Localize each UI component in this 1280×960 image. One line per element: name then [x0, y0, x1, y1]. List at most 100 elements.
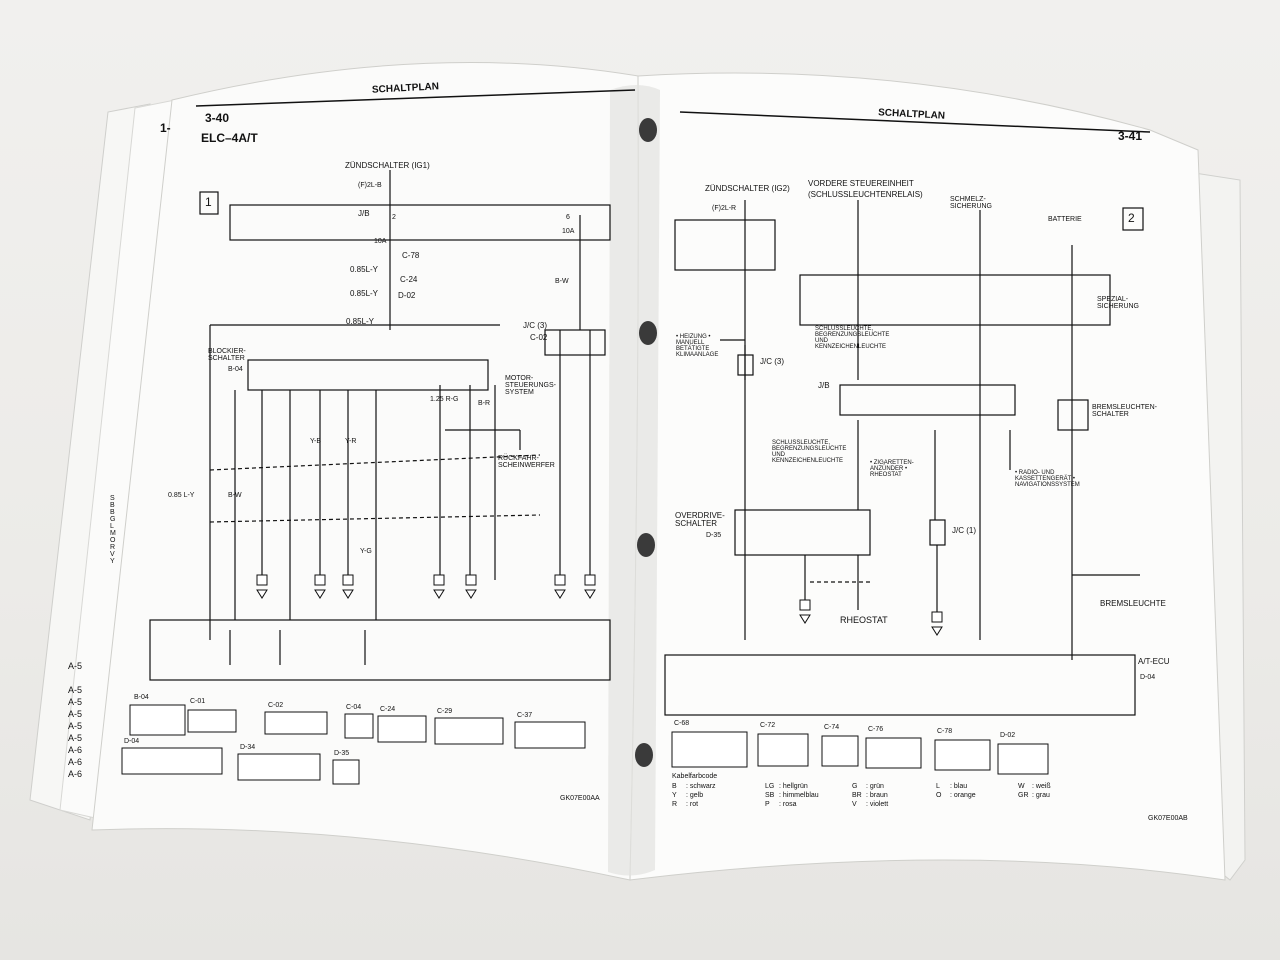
- connector-label: D-34: [240, 744, 256, 751]
- color-code: L: [936, 783, 940, 790]
- label-brake-switch: BREMSLEUCHTEN-SCHALTER: [1092, 404, 1157, 418]
- index-label: A-5: [68, 733, 83, 743]
- connector-label: C-76: [868, 726, 884, 733]
- color-name: : gelb: [686, 792, 704, 799]
- color-code: BR: [852, 792, 862, 799]
- color-name: : himmelblau: [779, 792, 819, 799]
- color-name: : hellgrün: [779, 783, 808, 790]
- label-lock-switch: BLOCKIER-SCHALTER: [208, 348, 246, 362]
- frame-number-right: 2: [1128, 211, 1135, 225]
- connector-label: C-04: [346, 704, 362, 711]
- left-page-number: 3-40: [205, 111, 230, 125]
- overdrive-conn: D-35: [706, 532, 722, 539]
- fuse-left: 10A: [374, 238, 387, 245]
- label-lighter: • ZIGARETTEN-ANZÜNDER • RHEOSTAT: [870, 460, 914, 478]
- connector-label: D-02: [1000, 732, 1016, 739]
- conn-label-2: C-24: [400, 275, 418, 284]
- color-code: O: [936, 792, 942, 799]
- color-name: : grau: [1032, 792, 1050, 799]
- label-jc-left: J/C (3): [523, 321, 547, 330]
- wire-bw-left: B-W: [228, 492, 242, 499]
- label-special-fuse: SPEZIAL-SICHERUNG: [1097, 296, 1140, 310]
- color-name: : blau: [950, 783, 968, 790]
- left-page-subtitle: ELC–4A/T: [201, 131, 258, 145]
- fuse-right: 10A: [562, 228, 575, 235]
- color-code: P: [765, 801, 770, 808]
- connector-label: B-04: [134, 694, 149, 701]
- lock-switch-conn: B-04: [228, 366, 243, 373]
- wire-yb: Y-B: [310, 438, 322, 445]
- label-overdrive: OVERDRIVE-SCHALTER: [675, 511, 725, 528]
- index-label: A-5: [68, 697, 83, 707]
- connector-label: C-29: [437, 708, 453, 715]
- color-code: GR: [1018, 792, 1029, 799]
- label-jc1-right: J/C (1): [952, 526, 976, 535]
- fuse-number-right: 6: [566, 214, 570, 221]
- color-name: : schwarz: [686, 783, 716, 790]
- side-letters: S B B G L M O R V Y: [110, 495, 116, 565]
- label-tail-lights-2: SCHLUSSLEUCHTE, BEGRENZUNGSLEUCHTE UND K…: [772, 440, 847, 464]
- label-motor-system: MOTOR-STEUERUNGS-SYSTEM: [505, 375, 556, 396]
- frame-number-left: 1: [205, 195, 212, 209]
- color-name: : rot: [686, 801, 699, 808]
- color-name: : orange: [950, 792, 976, 799]
- wire-label-1: 0.85L-Y: [350, 265, 379, 274]
- color-name: : violett: [866, 801, 889, 808]
- label-ignition-left: ZÜNDSCHALTER (IG1): [345, 161, 430, 170]
- label-tail-lights: SCHLUSSLEUCHTE, BEGRENZUNGSLEUCHTE UND K…: [815, 326, 890, 350]
- connector-label: C-37: [517, 712, 533, 719]
- color-code: LG: [765, 783, 775, 790]
- label-ignition-wire-left: (F)2L-B: [358, 182, 382, 189]
- label-brake-light: BREMSLEUCHTE: [1100, 599, 1166, 608]
- label-rheostat: RHEOSTAT: [840, 615, 888, 625]
- code-id-right: GK07E00AB: [1148, 815, 1188, 822]
- label-ignition-wire-right: (F)2L-R: [712, 205, 737, 212]
- wire-rg: 1.25 R-G: [430, 396, 459, 403]
- label-front-unit: VORDERE STEUEREINHEIT: [808, 179, 914, 188]
- index-label: A-6: [68, 745, 83, 755]
- conn-label-1: C-78: [402, 251, 420, 260]
- connector-label: D-04: [124, 738, 140, 745]
- wire-lv: 0.85 L-Y: [168, 492, 195, 499]
- label-reverse-light: RÜCKFAHR-SCHEINWERFER: [498, 455, 555, 469]
- right-page-number: 3-41: [1118, 129, 1143, 143]
- label-front-unit-sub: (SCHLUSSLEUCHTENRELAIS): [808, 190, 923, 199]
- connector-label: C-02: [268, 702, 284, 709]
- label-jb-left: J/B: [358, 209, 370, 218]
- color-code: V: [852, 801, 857, 808]
- connector-label: D-35: [334, 750, 350, 757]
- color-name: : weiß: [1032, 783, 1051, 790]
- margin-fragment: 1-: [160, 121, 171, 135]
- wire-yg: Y-G: [360, 548, 372, 555]
- color-code: W: [1018, 783, 1025, 790]
- wire-label-2: 0.85L-Y: [350, 289, 379, 298]
- label-ignition-right: ZÜNDSCHALTER (IG2): [705, 184, 790, 193]
- wire-br: B-R: [478, 400, 491, 407]
- color-code: G: [852, 783, 858, 790]
- code-id-left: GK07E00AA: [560, 795, 600, 802]
- label-fusible: SCHMELZ-SICHERUNG: [950, 196, 993, 210]
- connector-label: C-72: [760, 722, 776, 729]
- label-heating: • HEIZUNG • MANUELL BETÄTIGTE KLIMAANLAG…: [676, 334, 719, 358]
- color-code: B: [672, 783, 677, 790]
- color-code: Y: [672, 792, 677, 799]
- index-label: A-6: [68, 769, 83, 779]
- label-battery: BATTERIE: [1048, 216, 1082, 223]
- index-label: A-6: [68, 757, 83, 767]
- connector-label: C-78: [937, 728, 953, 735]
- color-name: : grün: [866, 783, 884, 790]
- label-jb-right: J/B: [818, 381, 830, 390]
- connector-label: C-01: [190, 698, 206, 705]
- conn-label-3: D-02: [398, 291, 416, 300]
- label-radio: • RADIO- UND KASSETTENGERÄT • NAVIGATION…: [1015, 470, 1080, 488]
- color-code: R: [672, 801, 678, 808]
- connector-label: C-24: [380, 706, 396, 713]
- connector-label: C-74: [824, 724, 840, 731]
- ecu-conn: D-04: [1140, 674, 1156, 681]
- color-name: : rosa: [779, 801, 797, 808]
- wire-yr: Y-R: [345, 438, 357, 445]
- connector-label: C-68: [674, 720, 690, 727]
- index-label: A-5: [68, 685, 83, 695]
- wire-bw-top: B-W: [555, 278, 569, 285]
